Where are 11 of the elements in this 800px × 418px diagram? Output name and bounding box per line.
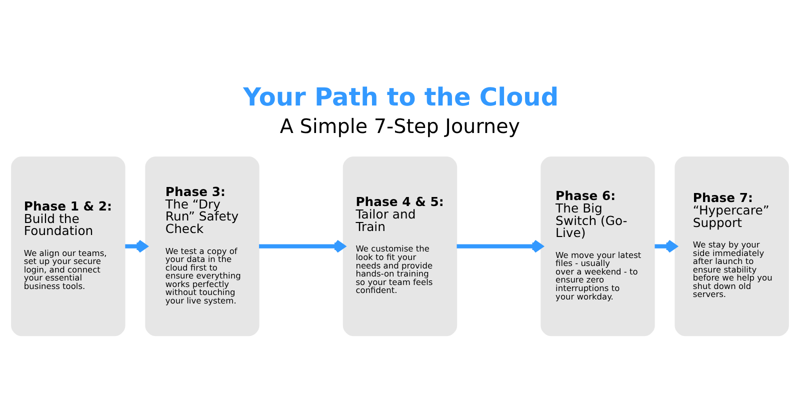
node-box: Phase 3: The “Dry Run” Safety Check We test a copy of your data in the cloud first to ensure everything works perfectly without touching your live system.	[145, 156, 260, 336]
arrow	[259, 239, 346, 253]
arrow	[456, 239, 543, 253]
node-box: Phase 4 & 5: Tailor and Train We customise the look to fit your needs and provide hands-on training so your team feels confident.	[342, 156, 458, 336]
node-box: Phase 1 & 2: Build the Foundation We align our teams, set up your secure login, and connect your essential business tools.	[11, 156, 126, 336]
arrow	[125, 239, 148, 253]
diagram-title: Your Path to the Cloud	[243, 82, 559, 112]
arrow	[654, 239, 678, 253]
node-box: Phase 6: The Big Switch (Go-Live) We move your latest files - usually over a weekend - to ensure zero interruptions to your workday.	[540, 156, 655, 336]
node-box: Phase 7: “Hypercare” Support We stay by your side immediately after launch to ensure stability before we help you shut down old servers.	[674, 156, 789, 336]
label: A Simple 7-Step Journey	[280, 114, 520, 138]
